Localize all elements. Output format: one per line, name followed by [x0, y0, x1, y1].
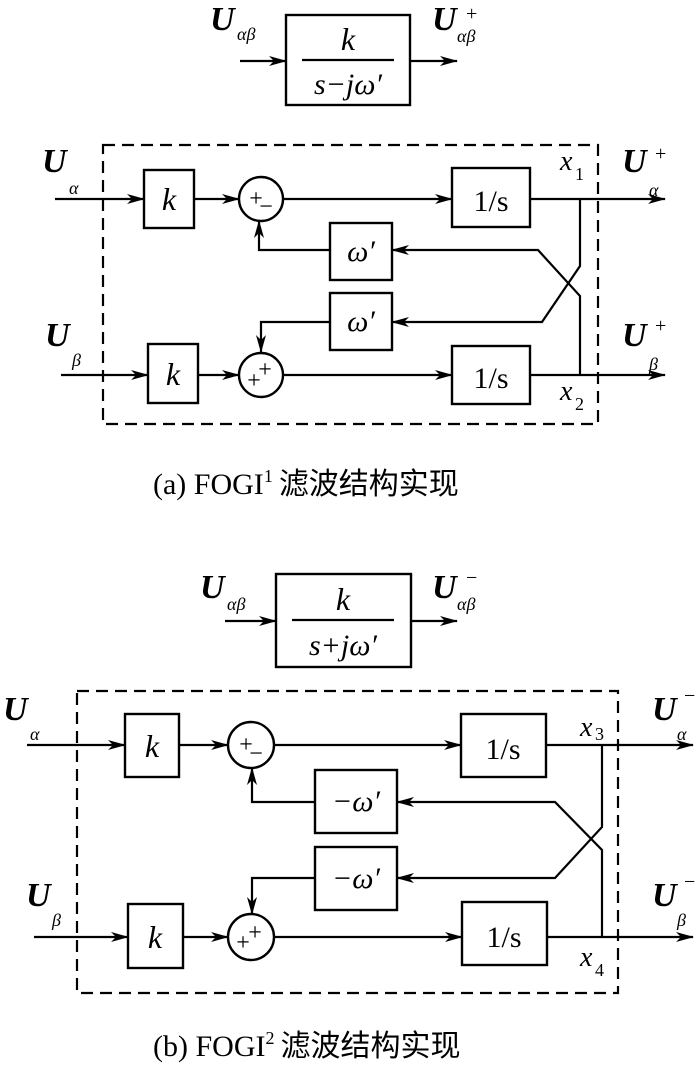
tf-output-main: U	[432, 569, 459, 606]
integrator-top	[459, 712, 548, 779]
gain-k-top-label: k	[162, 181, 177, 217]
state-x3-main: x	[579, 712, 593, 743]
tf-denominator: s−jω′	[314, 68, 382, 101]
feedback-gain-top-label: −ω′	[332, 785, 380, 818]
tf-input-sub: αβ	[227, 594, 245, 614]
tf-input-main: U	[200, 569, 227, 606]
sum-bottom-sign-left: +	[247, 368, 261, 394]
state-x1-sub: 1	[575, 164, 584, 184]
output-beta-sub: β	[648, 354, 658, 374]
gain-k-bottom	[126, 902, 185, 970]
input-alpha-sub: α	[30, 724, 40, 744]
gain-k-top-label: k	[145, 728, 160, 764]
feedback-gain-top	[313, 768, 399, 835]
integrator-bottom	[460, 900, 549, 967]
input-beta-sub: β	[51, 910, 61, 930]
transfer-block-a: U αβ k s−jω′ U αβ +	[210, 1, 477, 107]
state-x4-main: x	[579, 942, 593, 973]
integrator-top-label: 1/s	[473, 185, 508, 218]
state-x1-main: x	[559, 146, 573, 177]
sum-bottom-sign-left: +	[236, 930, 250, 956]
state-x2-sub: 2	[575, 394, 584, 414]
output-alpha-sup: −	[684, 685, 695, 707]
state-x4-sub: 4	[595, 960, 604, 980]
input-alpha-main: U	[42, 143, 69, 180]
feedback-top-to-sum-arrow	[247, 767, 315, 804]
input-alpha-sub: α	[69, 178, 79, 198]
integrator-top	[450, 166, 532, 229]
state-x3-sub: 3	[595, 724, 604, 744]
feedback-gain-bottom	[313, 845, 399, 912]
integrator-bottom-label: 1/s	[473, 362, 508, 395]
state-x2-main: x	[559, 376, 573, 407]
caption-b-suffix: 滤波结构实现	[281, 1030, 461, 1063]
cross-x3-to-lower-gain	[396, 745, 604, 883]
sum-top-sign-minus: −	[249, 741, 263, 767]
gain-k-bottom-label: k	[148, 919, 163, 955]
caption-b-sup: 2	[266, 1028, 275, 1048]
input-beta-sub: β	[71, 350, 81, 370]
integrator-bottom-label: 1/s	[486, 921, 521, 954]
tf-output-sub: αβ	[457, 26, 475, 46]
output-beta-main: U	[652, 877, 679, 914]
input-beta-main: U	[26, 877, 53, 914]
feedback-gain-top	[328, 221, 394, 282]
output-beta-sup: −	[684, 871, 695, 893]
sum-top-sign-minus: −	[259, 194, 273, 220]
tf-input-main: U	[210, 1, 237, 38]
caption-a-sup: 1	[264, 466, 273, 486]
sum-bottom-sign-top: +	[258, 357, 272, 383]
integrator-top-label: 1/s	[485, 733, 520, 766]
tf-output-sub: αβ	[457, 594, 475, 614]
output-alpha-sup: +	[655, 143, 666, 165]
feedback-gain-bottom-label: ω′	[347, 305, 375, 338]
tf-input-sub: αβ	[237, 24, 255, 44]
dashed-boundary-b	[75, 689, 620, 995]
sum-top-sign-plus: +	[239, 732, 253, 758]
output-alpha-sub: α	[677, 724, 687, 744]
output-beta-main: U	[622, 317, 649, 354]
cross-x2-to-upper-gain	[391, 245, 582, 375]
output-beta-sub: β	[676, 910, 686, 930]
output-alpha-sub: α	[649, 180, 659, 200]
tf-output-sup: −	[466, 567, 477, 589]
cross-x4-to-upper-gain	[396, 797, 604, 937]
tf-output-sup: +	[466, 3, 477, 25]
feedback-gain-top-label: ω′	[347, 235, 375, 268]
caption-a-prefix: (a) FOGI	[153, 468, 264, 501]
input-beta-main: U	[45, 317, 72, 354]
output-alpha-main: U	[652, 691, 679, 728]
caption-b: (b) FOGI2 滤波结构实现	[153, 1028, 461, 1063]
tf-denominator: s+jω′	[309, 629, 377, 662]
dashed-boundary-a	[101, 143, 600, 426]
gain-k-bottom	[146, 342, 200, 405]
tf-numerator: k	[341, 21, 356, 57]
caption-b-prefix: (b) FOGI	[153, 1030, 266, 1063]
panel-a: U αβ k s−jω′ U αβ + U α U β k + − 1/s x	[42, 1, 666, 501]
gain-k-bottom-label: k	[166, 356, 181, 392]
tf-output-main: U	[432, 1, 459, 38]
cross-x1-to-lower-gain	[391, 199, 582, 327]
output-alpha-main: U	[622, 143, 649, 180]
sum-bottom-sign-top: +	[248, 920, 262, 946]
sum-top-sign-plus: +	[249, 186, 263, 212]
output-beta-sup: +	[655, 315, 666, 337]
feedback-gain-bottom-label: −ω′	[332, 862, 380, 895]
panel-b: U αβ k s+jω′ U αβ − U α U β k + − 1/s x …	[3, 567, 695, 1063]
feedback-bottom-to-sum-arrow	[256, 320, 330, 353]
caption-a-suffix: 滤波结构实现	[279, 468, 459, 501]
gain-k-top	[123, 712, 181, 779]
tf-numerator: k	[336, 581, 351, 617]
integrator-bottom	[450, 344, 532, 406]
transfer-block-b: U αβ k s+jω′ U αβ −	[200, 567, 477, 669]
feedback-top-to-sum-arrow	[254, 220, 330, 252]
input-alpha-main: U	[3, 691, 30, 728]
feedback-bottom-to-sum-arrow	[247, 876, 315, 915]
caption-a: (a) FOGI1 滤波结构实现	[153, 466, 459, 501]
